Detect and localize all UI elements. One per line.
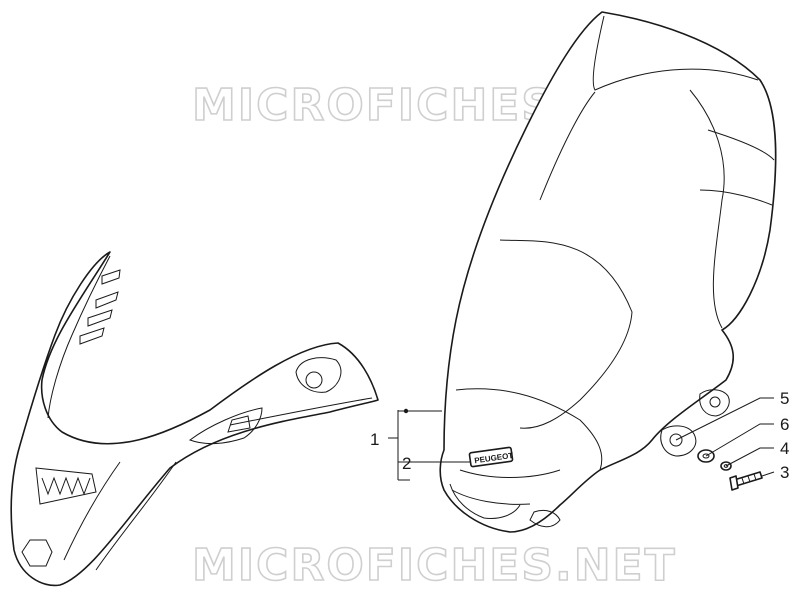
callout-4: 4 — [780, 439, 789, 458]
front-shield-part — [10, 251, 379, 587]
indicator-lens-right — [295, 357, 342, 393]
callout-6: 6 — [780, 415, 789, 434]
front-mudguard-part: PEUGEOT — [439, 11, 777, 533]
callout-3: 3 — [780, 463, 789, 482]
hardware — [697, 449, 763, 491]
mounting-bracket — [660, 389, 730, 457]
leader-lines — [388, 397, 775, 481]
indicator-lens-left — [188, 407, 263, 445]
callout-5: 5 — [780, 389, 789, 408]
watermark-bottom: MICROFICHES.NET — [192, 540, 677, 591]
callout-2: 2 — [402, 454, 411, 473]
callouts: 1 2 5 6 4 3 — [370, 389, 789, 482]
emblem: PEUGEOT — [468, 446, 514, 468]
screw — [729, 471, 763, 491]
decal-panel — [499, 239, 633, 429]
callout-1: 1 — [370, 430, 379, 449]
grille — [79, 269, 121, 345]
lower-vent — [35, 467, 97, 505]
badge-socket — [21, 539, 53, 567]
